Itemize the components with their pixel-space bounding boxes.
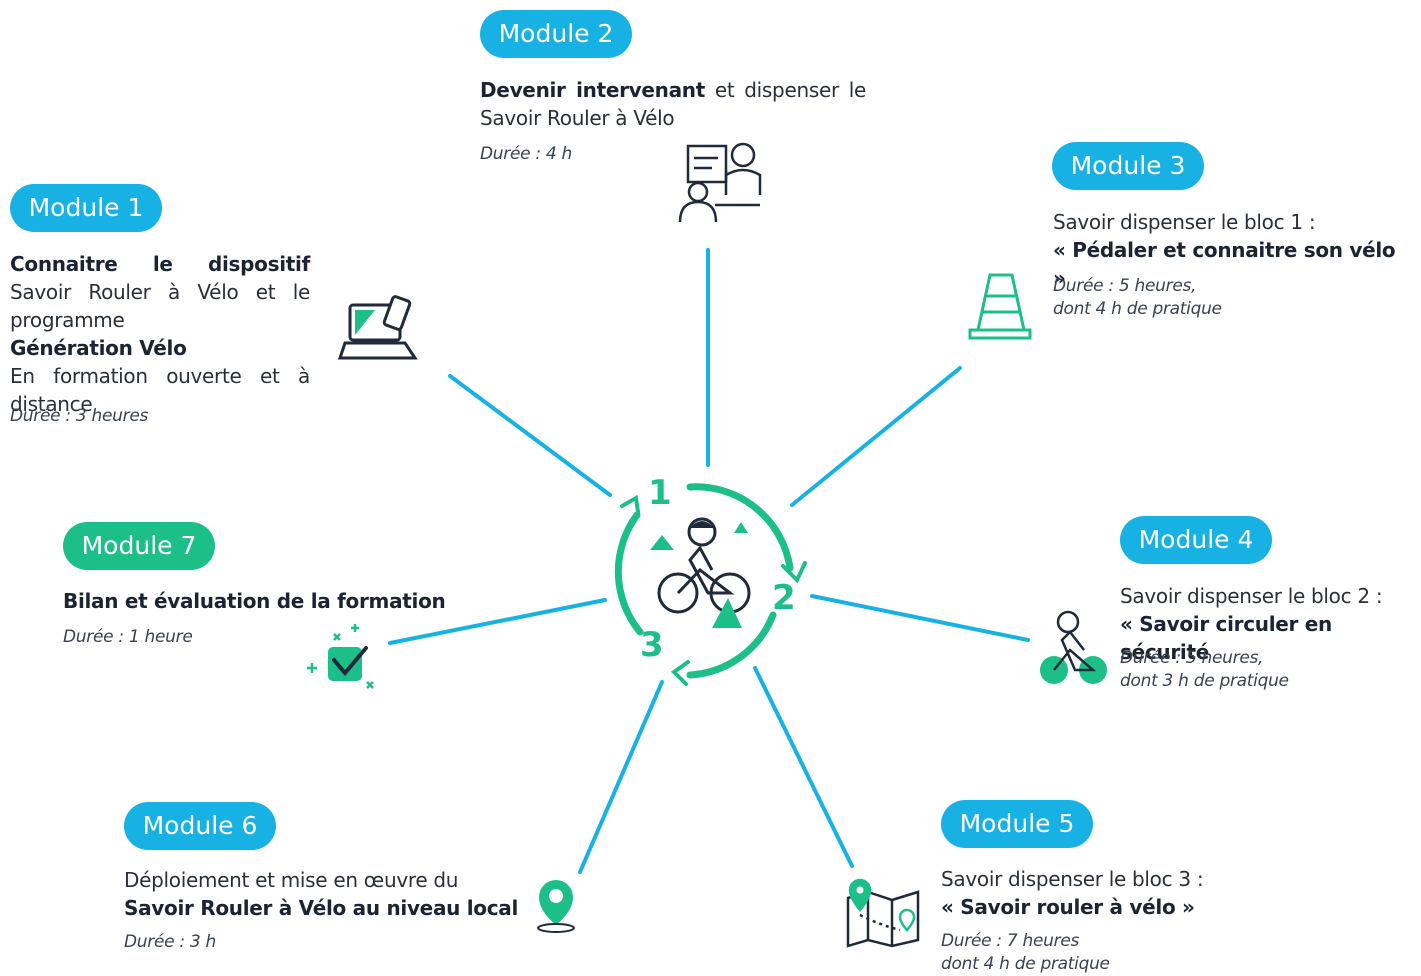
location-pin-icon: [537, 880, 575, 933]
laptop-icon: [337, 295, 418, 360]
module-3-badge: Module 3: [1052, 142, 1204, 190]
presenter-icon: [678, 142, 762, 223]
module-3-text: Savoir dispenser le bloc 1 :: [1053, 210, 1316, 234]
module-5-duration-total: Durée : 7 heures: [941, 931, 1080, 951]
module-5-badge: Module 5: [941, 800, 1093, 848]
module-1-mode: En formation ouverte et à distance: [10, 364, 310, 416]
module-1-badge: Module 1: [10, 184, 162, 232]
cycle-step-2: 2: [772, 578, 796, 618]
module-6-text: Déploiement et mise en œuvre du: [124, 868, 459, 892]
module-6-duration: Durée : 3 h: [124, 932, 217, 952]
module-3-duration-practice: dont 4 h de pratique: [1053, 299, 1222, 319]
module-4-duration-total: Durée : 5 heures,: [1120, 648, 1264, 668]
module-2-description: Devenir intervenant et dispenser le Savo…: [480, 76, 866, 132]
module-4-duration: Durée : 5 heures, dont 3 h de pratique: [1120, 647, 1289, 693]
module-1-text: Savoir Rouler à Vélo et le programme: [10, 280, 310, 332]
module-4-description: Savoir dispenser le bloc 2 : « Savoir ci…: [1120, 582, 1420, 666]
cyclist-green-icon: [1040, 610, 1107, 684]
module-6-badge: Module 6: [124, 802, 276, 850]
module-1-programme: Génération Vélo: [10, 336, 187, 360]
module-5-text: Savoir dispenser le bloc 3 :: [941, 867, 1204, 891]
module-7-title: Bilan et évaluation de la formation: [63, 589, 446, 613]
connector-module-3: [790, 366, 962, 507]
module-5-duration: Durée : 7 heures dont 4 h de pratique: [941, 930, 1110, 976]
connector-module-4: [810, 594, 1030, 642]
cycle-step-1: 1: [648, 473, 672, 513]
module-7-duration: Durée : 1 heure: [63, 627, 193, 647]
module-6-description: Déploiement et mise en œuvre du Savoir R…: [124, 866, 524, 922]
module-4-duration-practice: dont 3 h de pratique: [1120, 671, 1289, 691]
module-3-bloc: « Pédaler et connaitre son vélo »: [1053, 238, 1396, 290]
module-5-description: Savoir dispenser le bloc 3 : « Savoir ro…: [941, 865, 1241, 921]
center-cycle-icon: [614, 483, 807, 686]
module-7-description: Bilan et évaluation de la formation: [63, 587, 463, 615]
module-4-badge: Module 4: [1120, 516, 1272, 564]
module-3-duration-total: Durée : 5 heures,: [1053, 276, 1197, 296]
connector-module-6: [578, 680, 664, 874]
cycle-step-3: 3: [640, 625, 664, 665]
module-4-text: Savoir dispenser le bloc 2 :: [1120, 584, 1383, 608]
checkbox-check-icon: [307, 624, 374, 689]
connector-module-5: [753, 666, 854, 868]
module-1-duration: Durée : 3 heures: [10, 406, 149, 426]
map-icon: [846, 878, 920, 948]
connector-module-7: [388, 598, 607, 645]
cyclist-icon: [650, 517, 751, 628]
module-1-description: Connaitre le dispositif Savoir Rouler à …: [10, 250, 310, 418]
module-5-duration-practice: dont 4 h de pratique: [941, 954, 1110, 974]
module-7-badge: Module 7: [63, 522, 215, 570]
module-2-title: Devenir intervenant: [480, 78, 706, 102]
module-3-duration: Durée : 5 heures, dont 4 h de pratique: [1053, 275, 1222, 321]
cone-icon: [968, 273, 1032, 340]
module-1-title: Connaitre le dispositif: [10, 252, 310, 276]
module-2-text: et dispenser le Savoir Rouler à Vélo: [480, 78, 866, 130]
module-2-duration: Durée : 4 h: [480, 144, 573, 164]
module-5-bloc: « Savoir rouler à vélo »: [941, 895, 1195, 919]
connector-module-1: [448, 374, 612, 497]
module-2-badge: Module 2: [480, 10, 632, 58]
module-6-title: Savoir Rouler à Vélo au niveau local: [124, 896, 519, 920]
connector-lines: [388, 248, 1030, 874]
module-4-bloc: « Savoir circuler en sécurité: [1120, 612, 1332, 664]
module-3-description: Savoir dispenser le bloc 1 : « Pédaler e…: [1053, 208, 1413, 292]
